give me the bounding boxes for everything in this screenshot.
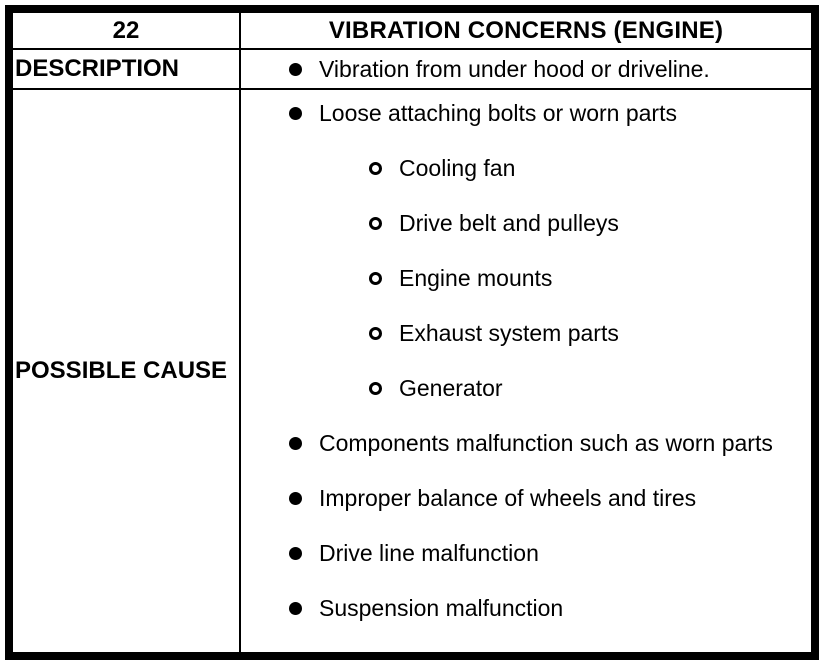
cause-item-text: Exhaust system parts: [399, 320, 619, 346]
cause-item: Components malfunction such as worn part…: [241, 429, 811, 458]
open-bullet-icon: [369, 162, 382, 175]
description-cell: Vibration from under hood or driveline.: [241, 50, 811, 88]
open-bullet-icon: [369, 327, 382, 340]
cause-item-text: Suspension malfunction: [319, 595, 564, 621]
cause-item: Exhaust system parts: [241, 319, 811, 348]
filled-bullet-icon: [289, 107, 302, 120]
cause-item-text: Components malfunction such as worn part…: [319, 430, 773, 456]
open-bullet-icon: [369, 217, 382, 230]
section-number: 22: [13, 13, 241, 48]
cause-item-text: Engine mounts: [399, 265, 553, 291]
filled-bullet-icon: [289, 437, 302, 450]
table-title: VIBRATION CONCERNS (ENGINE): [328, 16, 724, 44]
cause-item: Loose attaching bolts or worn parts: [241, 99, 811, 128]
cause-item-text: Generator: [399, 375, 503, 401]
cause-item-text: Drive line malfunction: [319, 540, 539, 566]
filled-bullet-icon: [289, 492, 302, 505]
filled-bullet-icon: [289, 547, 302, 560]
description-label: DESCRIPTION: [13, 50, 241, 88]
open-bullet-icon: [369, 382, 382, 395]
open-bullet-icon: [369, 272, 382, 285]
cause-item: Suspension malfunction: [241, 594, 811, 623]
cause-item-text: Drive belt and pulleys: [399, 210, 619, 236]
possible-cause-row: POSSIBLE CAUSE Loose attaching bolts or …: [13, 90, 811, 652]
cause-item-text: Improper balance of wheels and tires: [319, 485, 697, 511]
cause-item: Drive belt and pulleys: [241, 209, 811, 238]
description-text: Vibration from under hood or driveline.: [319, 55, 710, 82]
cause-item-text: Loose attaching bolts or worn parts: [319, 100, 677, 126]
cause-item: Generator: [241, 374, 811, 403]
cause-item: Improper balance of wheels and tires: [241, 484, 811, 513]
description-row: DESCRIPTION Vibration from under hood or…: [13, 50, 811, 90]
cause-item: Drive line malfunction: [241, 539, 811, 568]
diagnosis-table: 22 VIBRATION CONCERNS (ENGINE) DESCRIPTI…: [5, 5, 819, 660]
table-header-row: 22 VIBRATION CONCERNS (ENGINE): [13, 13, 811, 50]
filled-bullet-icon: [289, 62, 302, 76]
possible-cause-label: POSSIBLE CAUSE: [13, 90, 241, 652]
cause-item-text: Cooling fan: [399, 155, 516, 181]
cause-item: Cooling fan: [241, 154, 811, 183]
filled-bullet-icon: [289, 602, 302, 615]
description-item: Vibration from under hood or driveline.: [241, 55, 710, 84]
cause-item: Engine mounts: [241, 264, 811, 293]
